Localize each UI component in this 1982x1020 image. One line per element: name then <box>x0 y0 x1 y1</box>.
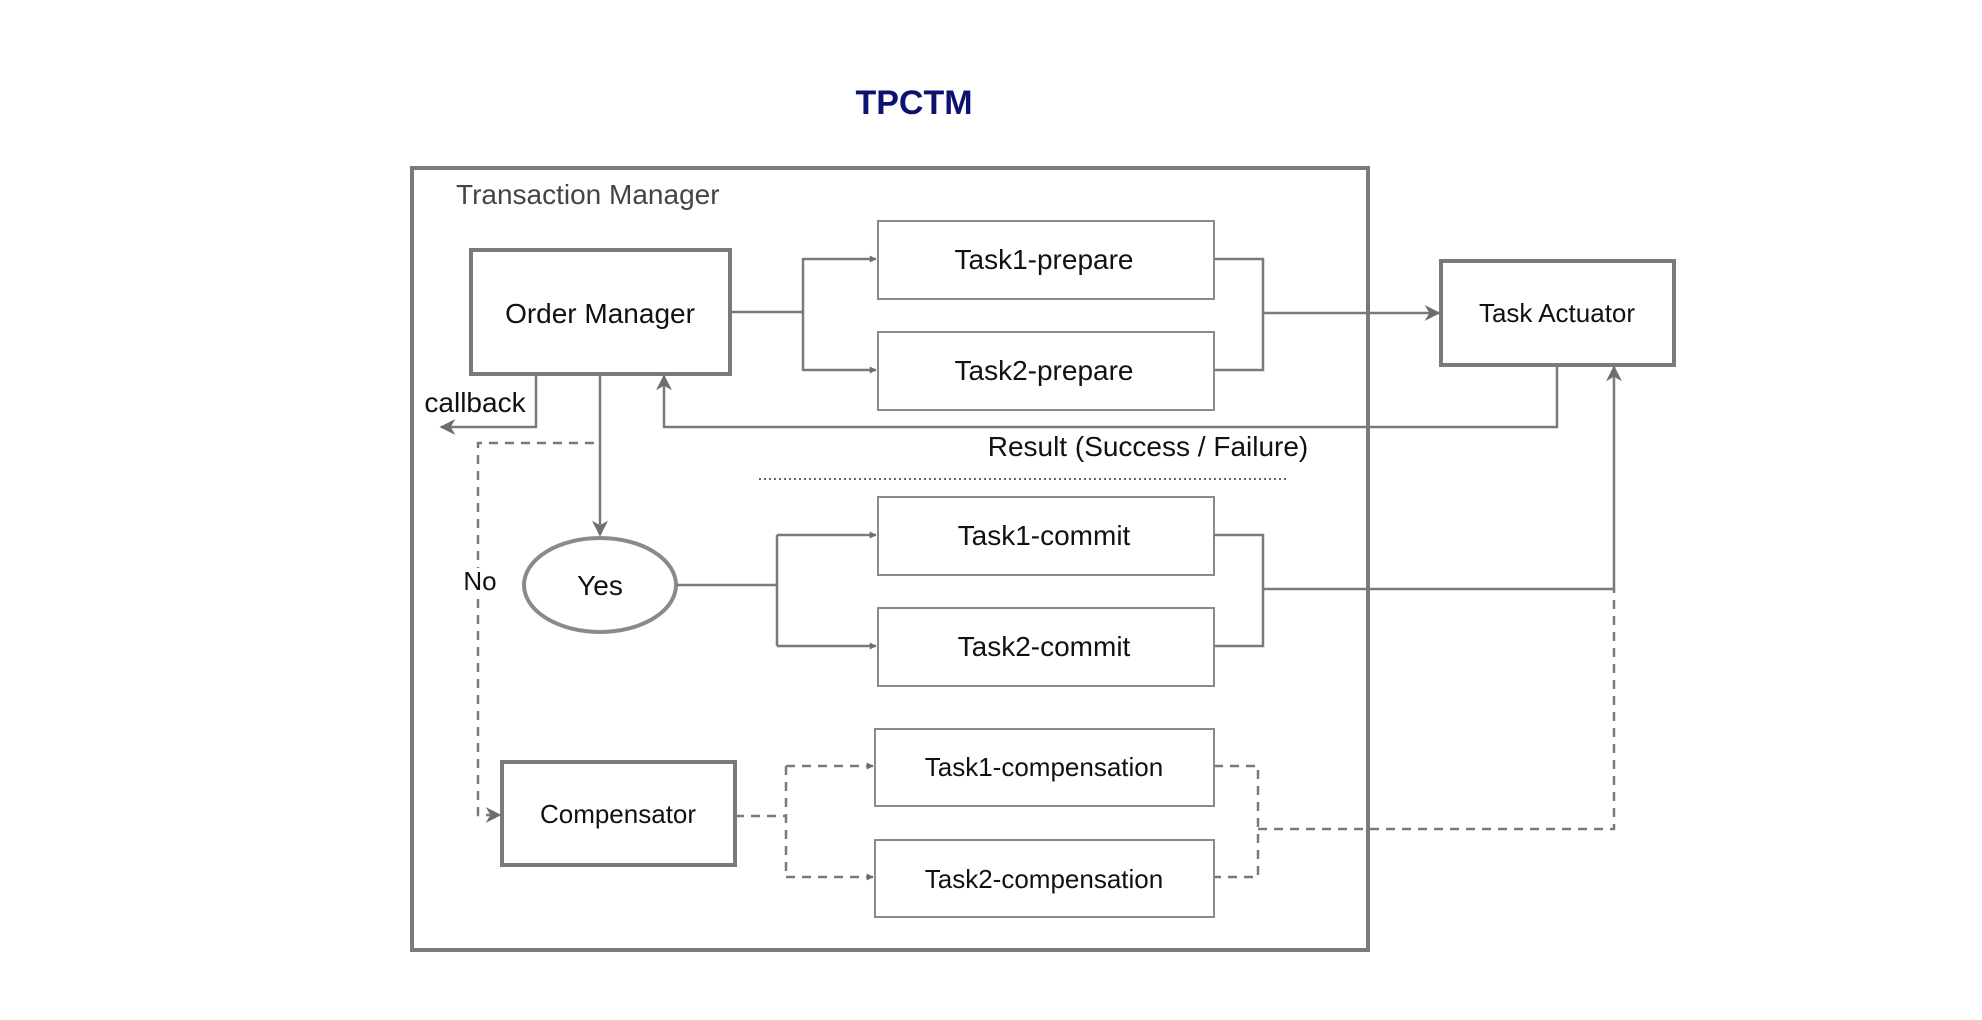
compensator-node[interactable]: Compensator <box>500 760 737 867</box>
diagram-title: TPCTM <box>855 84 972 122</box>
edge-order-to-prepare-split <box>730 258 805 371</box>
task1-commit-label: Task1-commit <box>958 520 1131 551</box>
order-manager-node[interactable]: Order Manager <box>469 248 732 376</box>
task1-compensation-node[interactable]: Task1-compensation <box>874 728 1215 807</box>
task2-compensation-node[interactable]: Task2-compensation <box>874 839 1215 918</box>
callback-label: callback <box>424 387 526 418</box>
edge-prepare-join <box>1214 257 1265 372</box>
task-actuator-node[interactable]: Task Actuator <box>1439 259 1676 367</box>
edge-commit-join <box>1214 533 1265 648</box>
task1-prepare-node[interactable]: Task1-prepare <box>877 220 1215 300</box>
edge-compensator-split <box>735 766 788 877</box>
edge-callback <box>439 374 538 435</box>
task2-commit-node[interactable]: Task2-commit <box>877 607 1215 687</box>
compensator-label: Compensator <box>540 799 696 829</box>
task1-prepare-label: Task1-prepare <box>955 244 1134 275</box>
yes-label: Yes <box>577 570 623 601</box>
edge-yes-to-commit-split <box>676 535 779 646</box>
edge-result-to-order-manager <box>656 365 1559 429</box>
task1-commit-node[interactable]: Task1-commit <box>877 496 1215 576</box>
order-manager-label: Order Manager <box>505 298 695 329</box>
no-label: No <box>463 566 496 596</box>
task1-compensation-label: Task1-compensation <box>925 752 1163 782</box>
task2-compensation-label: Task2-compensation <box>925 864 1163 894</box>
edge-no-to-compensator <box>476 441 594 823</box>
edge-compensation-join <box>1214 764 1260 879</box>
transaction-manager-label: Transaction Manager <box>456 179 720 210</box>
yes-decision-node[interactable]: Yes <box>522 536 678 634</box>
task-actuator-label: Task Actuator <box>1479 298 1635 328</box>
task2-commit-label: Task2-commit <box>958 631 1131 662</box>
task2-prepare-label: Task2-prepare <box>955 355 1134 386</box>
task2-prepare-node[interactable]: Task2-prepare <box>877 331 1215 411</box>
transaction-manager-container <box>410 166 1370 952</box>
result-label: Result (Success / Failure) <box>988 431 1309 462</box>
edge-commit-to-actuator <box>1263 365 1622 591</box>
edge-compensation-to-actuator <box>1258 589 1616 831</box>
